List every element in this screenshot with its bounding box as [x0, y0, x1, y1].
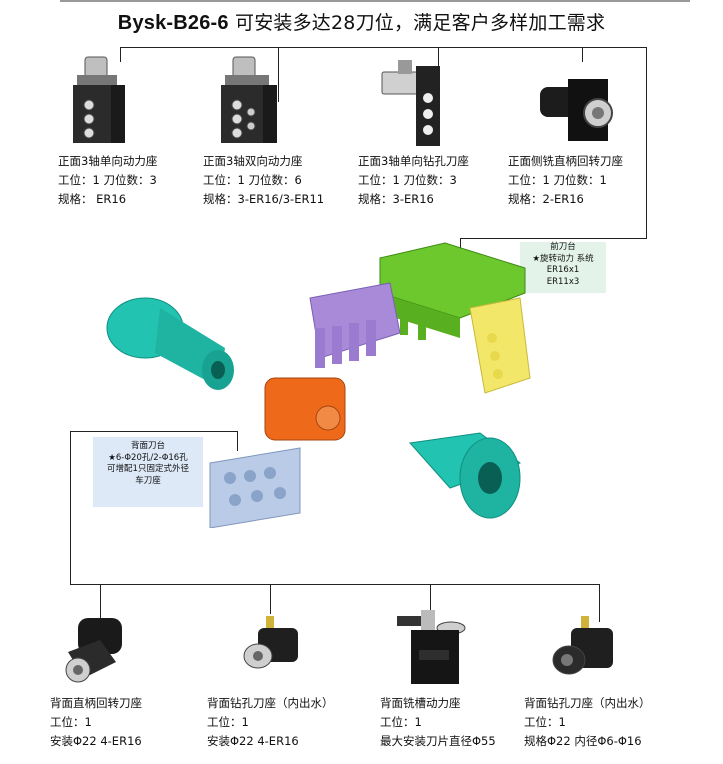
- tool-station: 工位：1: [207, 715, 249, 729]
- tool-name: 背面直柄回转刀座: [50, 696, 142, 710]
- tool-station: 工位：1 刀位数：3: [58, 173, 157, 187]
- tool-name: 正面3轴单向动力座: [58, 154, 158, 168]
- tool-station: 工位：1: [380, 715, 422, 729]
- model-name: Bysk-B26-6: [117, 12, 229, 34]
- turret-assembly-illustration: [106, 242, 531, 528]
- connector-bottom-drop-1: [100, 584, 101, 619]
- tool-spec: 规格：2-ER16: [508, 192, 584, 206]
- tool-name: 正面3轴单向钻孔刀座: [358, 154, 469, 168]
- back-note-title: 背面刀台: [130, 441, 165, 451]
- connector-back-horizontal: [70, 431, 238, 432]
- tool-name: 正面3轴双向动力座: [203, 154, 303, 168]
- front-note-line-1: ★旋转动力 系统: [532, 253, 594, 264]
- connector-right-horizontal: [460, 238, 647, 239]
- tool-spec: 规格Φ22 内径Φ6-Φ16: [524, 734, 642, 748]
- tool-station: 工位：1 刀位数：6: [203, 173, 302, 187]
- tool-image-back-drill-1: [243, 616, 298, 669]
- page-title: Bysk-B26-6 可安装多达28刀位，满足客户多样加工需求: [0, 8, 723, 35]
- connector-top-drop-4: [582, 47, 583, 62]
- connector-back-down: [237, 431, 238, 451]
- connector-top-drop-1: [120, 47, 121, 62]
- tool-station: 工位：1: [50, 715, 92, 729]
- tool-image-back-straight-rotary: [65, 618, 122, 683]
- front-note-line-3: ER11x3: [546, 276, 580, 287]
- top-tool-caption-1: 正面3轴单向动力座 工位：1 刀位数：3 规格： ER16: [58, 152, 157, 209]
- tool-image-front-3axis-double: [221, 56, 277, 143]
- bottom-tool-caption-4: 背面钻孔刀座（内出水） 工位：1 规格Φ22 内径Φ6-Φ16: [524, 694, 651, 751]
- tool-image-front-3axis-drill: [381, 60, 440, 146]
- bottom-tool-caption-3: 背面铣槽动力座 工位：1 最大安装刀片直径Φ55: [380, 694, 496, 751]
- connector-left-vertical: [70, 431, 71, 585]
- connector-bottom-horizontal: [70, 584, 600, 585]
- top-tool-caption-3: 正面3轴单向钻孔刀座 工位：1 刀位数：3 规格：3-ER16: [358, 152, 469, 209]
- back-note-line-2: 可增配1只固定式外径: [107, 464, 189, 474]
- back-note-line-3: 车刀座: [135, 475, 161, 486]
- front-note-title: 前刀台: [550, 242, 576, 252]
- tool-spec: 安装Φ22 4-ER16: [207, 734, 299, 748]
- title-text: 可安装多达28刀位，满足客户多样加工需求: [235, 12, 606, 34]
- tool-image-front-side-mill: [540, 79, 613, 141]
- tool-name: 正面侧铣直柄回转刀座: [508, 154, 623, 168]
- tool-name: 背面钻孔刀座（内出水）: [524, 696, 651, 710]
- back-note-line-1: ★6-Φ20孔/2-Φ16孔: [108, 452, 188, 463]
- tool-spec: 最大安装刀片直径Φ55: [380, 734, 496, 748]
- connector-top-drop-2: [278, 47, 279, 102]
- tool-name: 背面钻孔刀座（内出水）: [207, 696, 334, 710]
- connector-bottom-drop-4: [599, 584, 600, 622]
- front-turret-note: 前刀台 ★旋转动力 系统 ER16x1 ER11x3: [520, 242, 606, 293]
- back-turret-note: 背面刀台 ★6-Φ20孔/2-Φ16孔 可增配1只固定式外径 车刀座: [93, 437, 203, 507]
- top-tool-caption-4: 正面侧铣直柄回转刀座 工位：1 刀位数：1 规格：2-ER16: [508, 152, 623, 209]
- tool-spec: 规格：3-ER16/3-ER11: [203, 192, 325, 206]
- tool-image-back-slot-mill: [397, 610, 466, 684]
- tool-image-back-drill-2: [552, 616, 613, 675]
- tool-spec: 规格：3-ER16: [358, 192, 434, 206]
- tool-station: 工位：1: [524, 715, 566, 729]
- bottom-tool-caption-1: 背面直柄回转刀座 工位：1 安装Φ22 4-ER16: [50, 694, 142, 751]
- tool-spec: 安装Φ22 4-ER16: [50, 734, 142, 748]
- connector-top-horizontal: [120, 47, 647, 48]
- front-note-line-2: ER16x1: [546, 265, 580, 275]
- top-rule: [60, 0, 690, 2]
- connector-bottom-drop-3: [430, 584, 431, 612]
- bottom-tool-caption-2: 背面钻孔刀座（内出水） 工位：1 安装Φ22 4-ER16: [207, 694, 334, 751]
- connector-right-vertical: [646, 47, 647, 239]
- tool-spec: 规格： ER16: [58, 192, 127, 206]
- top-tool-caption-2: 正面3轴双向动力座 工位：1 刀位数：6 规格：3-ER16/3-ER11: [203, 152, 324, 209]
- tool-station: 工位：1 刀位数：3: [358, 173, 457, 187]
- tool-name: 背面铣槽动力座: [380, 696, 461, 710]
- connector-bottom-drop-2: [270, 584, 271, 614]
- tool-image-front-3axis-single: [73, 56, 125, 143]
- tool-station: 工位：1 刀位数：1: [508, 173, 607, 187]
